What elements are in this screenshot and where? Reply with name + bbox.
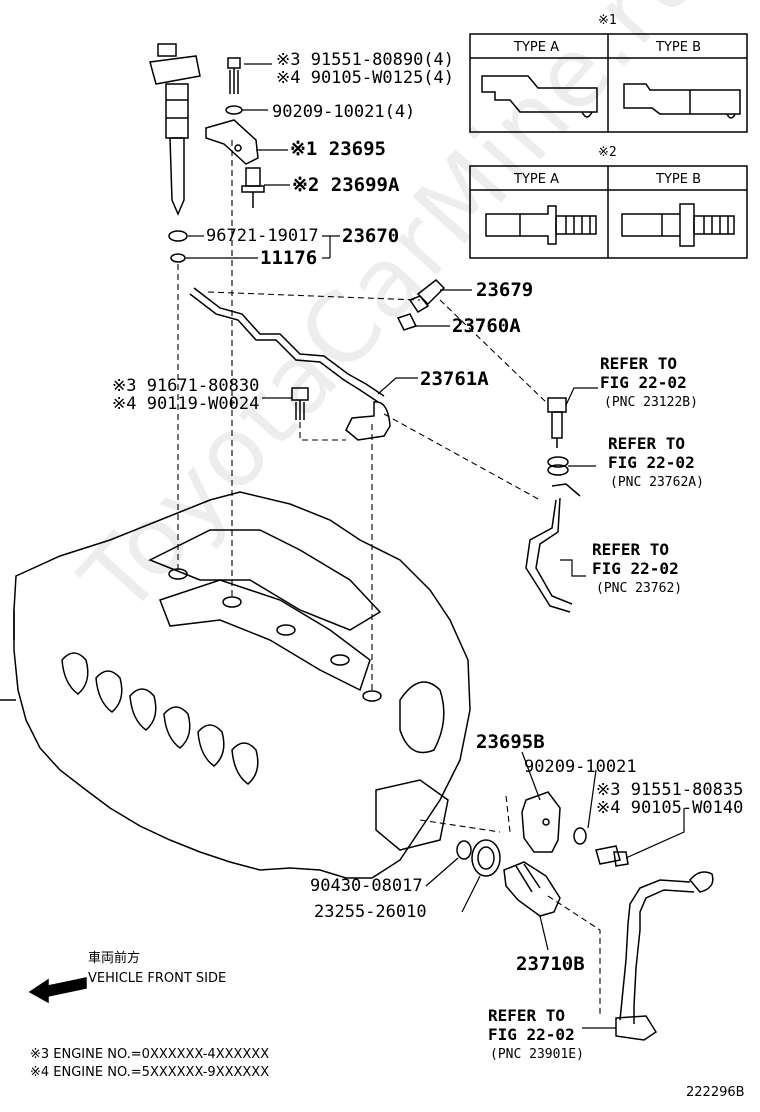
label-23760a: 23760A — [452, 315, 521, 337]
label-23699a: ※2 23699A — [292, 174, 400, 196]
label-90105-w0140: ※4 90105-W0140 — [596, 798, 744, 818]
label-90119-w0024: ※4 90119-W0024 — [112, 394, 260, 414]
seal-23255 — [471, 839, 501, 877]
legend-2-type-a: TYPE A — [514, 172, 559, 187]
label-91551-80890: ※3 91551-80890(4) — [276, 50, 455, 70]
ref-1-line1: REFER TO — [600, 354, 678, 373]
front-arrow-icon — [28, 977, 87, 1004]
note-engine-4: ※4 ENGINE NO.=5XXXXXX-9XXXXXX — [30, 1065, 270, 1080]
legend-1-type-a: TYPE A — [514, 40, 559, 55]
legend-mark-2: ※2 — [598, 145, 617, 160]
stud-23699a — [241, 167, 265, 208]
ref-1-line2: FIG 22-02 — [600, 373, 687, 392]
union-23679 — [408, 279, 446, 314]
bolt-91551 — [227, 57, 241, 94]
engine-block — [0, 491, 471, 879]
legend-box-2 — [469, 165, 748, 259]
pipe-23761a — [189, 287, 391, 441]
pressure-limiter-23710b — [503, 861, 561, 917]
legend-2-type-b: TYPE B — [656, 172, 701, 187]
ref-3-line2: FIG 22-02 — [592, 559, 679, 578]
washer-90430 — [456, 840, 472, 860]
label-23679: 23679 — [476, 279, 534, 301]
label-11176: 11176 — [260, 247, 318, 269]
bolt-91671 — [291, 387, 309, 420]
pipe-23762 — [525, 483, 581, 613]
label-90105-w0125: ※4 90105-W0125(4) — [276, 68, 455, 88]
label-23695b: 23695B — [476, 731, 545, 753]
front-label-en: VEHICLE FRONT SIDE — [88, 971, 227, 986]
label-96721-19017: 96721-19017 — [206, 226, 319, 246]
ref-4-line1: REFER TO — [488, 1006, 566, 1025]
ref-2-line2: FIG 22-02 — [608, 453, 695, 472]
washer-90209 — [225, 105, 243, 115]
legend-1-type-b: TYPE B — [656, 40, 701, 55]
note-engine-3: ※3 ENGINE NO.=0XXXXXX-4XXXXXX — [30, 1047, 270, 1062]
label-91551-80835: ※3 91551-80835 — [596, 780, 744, 800]
ref-1-pnc: (PNC 23122B) — [604, 395, 698, 410]
bracket-23695b — [521, 791, 561, 853]
ref-4-line2: FIG 22-02 — [488, 1025, 575, 1044]
label-23710b: 23710B — [516, 953, 585, 975]
return-pipe — [615, 871, 714, 1041]
label-23255-26010: 23255-26010 — [314, 902, 427, 922]
clamp-23695 — [205, 119, 259, 165]
washer-90209-lower — [573, 827, 587, 845]
front-label-jp: 車両前方 — [88, 951, 141, 966]
gasket-96721 — [168, 230, 188, 242]
pressure-sensor — [547, 397, 567, 448]
o-ring-11176 — [170, 253, 186, 263]
ref-2-pnc: (PNC 23762A) — [610, 475, 704, 490]
ref-4-pnc: (PNC 23901E) — [490, 1047, 584, 1062]
dashed-guides — [177, 140, 601, 1014]
legend-box-1 — [469, 33, 748, 133]
label-23761a: 23761A — [420, 368, 489, 390]
label-23695: ※1 23695 — [290, 138, 386, 160]
bolt-91551-lower — [595, 845, 629, 867]
legend-mark-1: ※1 — [598, 13, 617, 28]
figure-code: 222296B — [686, 1085, 745, 1100]
label-90209-10021: 90209-10021 — [524, 757, 637, 777]
gasket-23762a — [547, 456, 569, 476]
leader-lines — [186, 63, 685, 1029]
label-90209-10021-4: 90209-10021(4) — [272, 102, 416, 122]
label-91671-80830: ※3 91671-80830 — [112, 376, 260, 396]
injector — [149, 43, 201, 216]
ref-3-pnc: (PNC 23762) — [596, 581, 683, 596]
label-23670: 23670 — [342, 225, 400, 247]
ref-3-line1: REFER TO — [592, 540, 670, 559]
label-90430-08017: 90430-08017 — [310, 876, 423, 896]
ref-2-line1: REFER TO — [608, 434, 686, 453]
